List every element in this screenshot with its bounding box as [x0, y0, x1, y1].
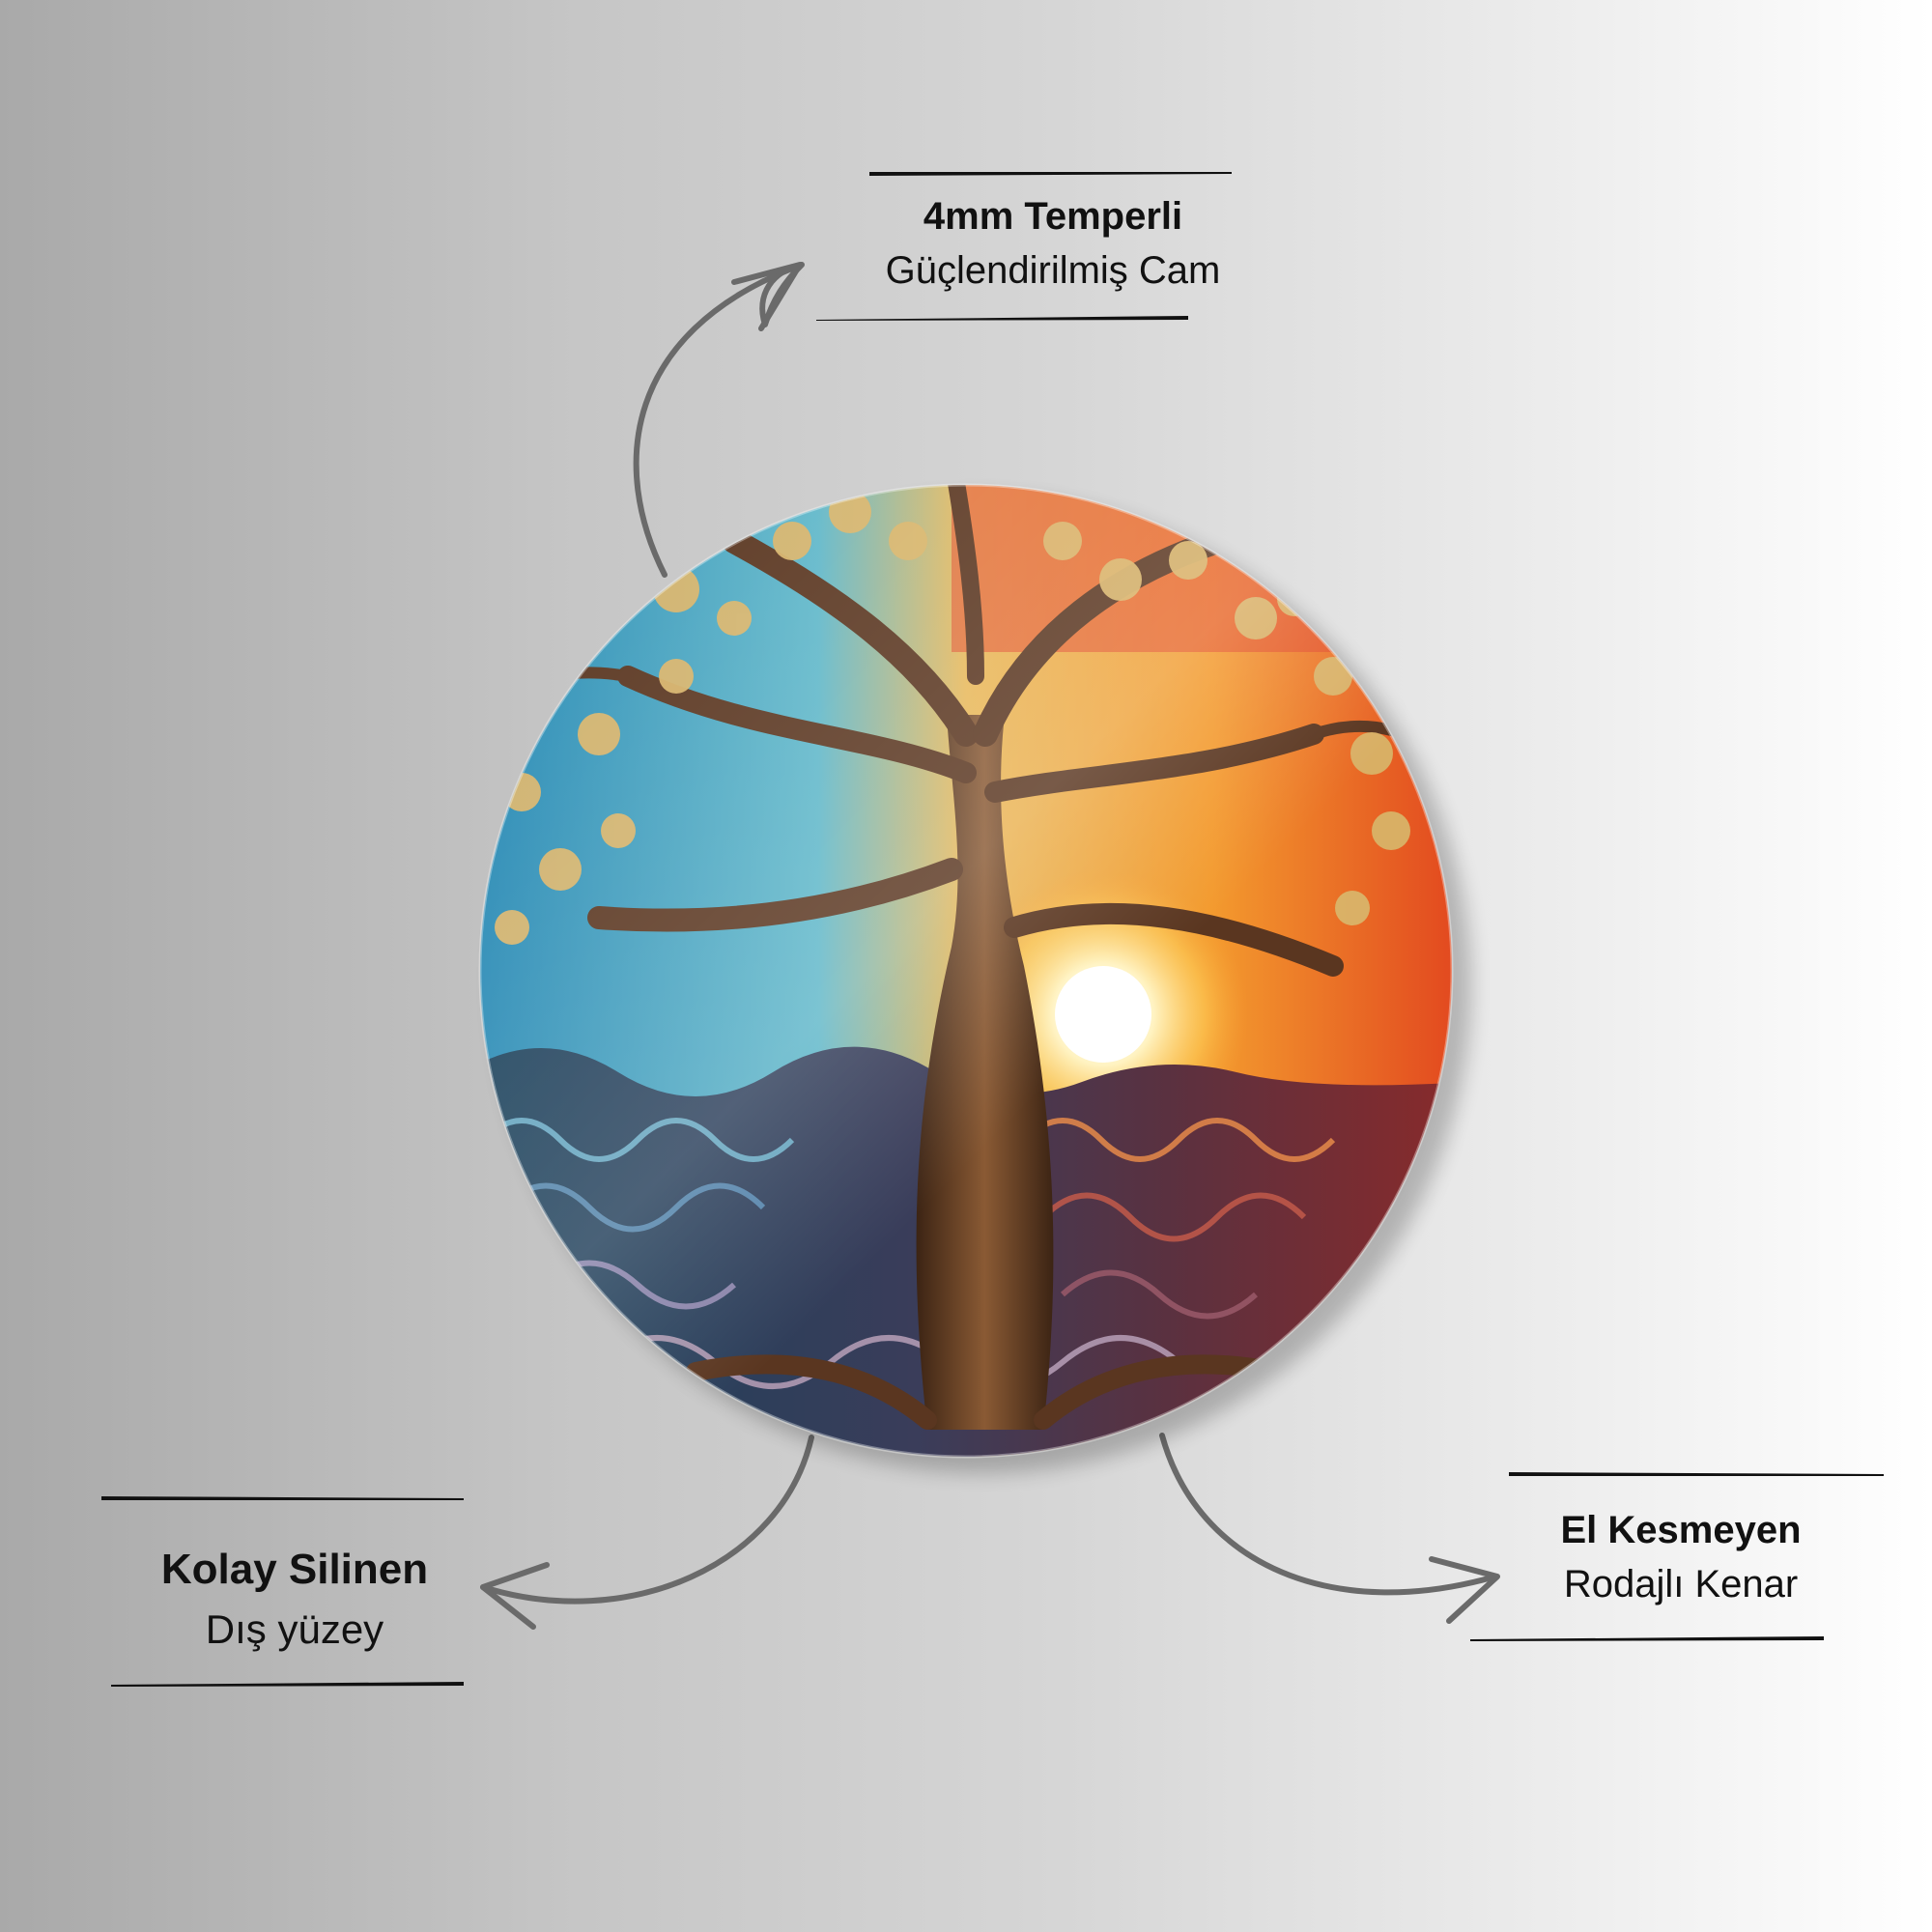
left-label-rule-upper	[101, 1496, 464, 1500]
feature-subtitle: Dış yüzey	[205, 1606, 384, 1652]
curved-arrow-icon	[480, 1435, 814, 1630]
feature-title: Kolay Silinen	[160, 1546, 429, 1593]
curved-arrow-icon	[1159, 1433, 1500, 1624]
feature-title: El Kesmeyen	[1560, 1509, 1802, 1551]
feature-label-glass: 4mm Temperli Güçlendirilmiş Cam	[869, 189, 1236, 298]
feature-subtitle: Rodajlı Kenar	[1563, 1563, 1799, 1605]
feature-title: 4mm Temperli	[923, 195, 1183, 238]
right-label-rule-lower	[1470, 1636, 1824, 1641]
top-label-rule-upper	[869, 172, 1232, 176]
left-label-rule-lower	[111, 1682, 464, 1687]
curved-arrow-icon	[633, 262, 805, 578]
feature-label-edge: El Kesmeyen Rodajlı Kenar	[1526, 1503, 1835, 1611]
top-label-rule-lower	[816, 316, 1188, 321]
right-label-rule-upper	[1509, 1472, 1884, 1476]
artwork-edge	[478, 483, 1454, 1459]
feature-label-surface: Kolay Silinen Dış yüzey	[135, 1540, 454, 1660]
tree-of-life-artwork	[480, 485, 1452, 1457]
feature-subtitle: Güçlendirilmiş Cam	[885, 249, 1221, 292]
